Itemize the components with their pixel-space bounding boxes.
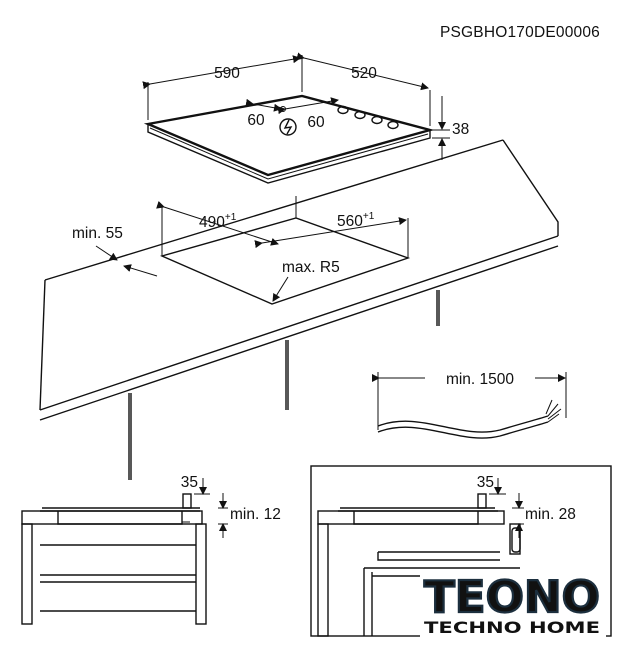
hob-depth-label: 520: [351, 65, 377, 82]
svg-text:560+1: 560+1: [337, 211, 375, 230]
svg-text:490+1: 490+1: [199, 212, 237, 231]
section-left: 35 min. 12: [21, 474, 281, 625]
cutout-width-tolerance: +1: [225, 212, 237, 223]
cutout-drawing: 490+1 560+1 min. 55 max. R5: [72, 196, 411, 305]
section-right-clearance-label: min. 28: [525, 506, 576, 523]
section-left-top-label: 35: [181, 474, 198, 491]
worktop: [39, 139, 559, 480]
logo-tagline: TECHNO HOME: [424, 618, 600, 637]
edge-distance-label: min. 55: [72, 225, 123, 242]
cable-length-label: min. 1500: [446, 371, 514, 388]
knobs: [337, 105, 399, 130]
offset-right-label: 60: [307, 114, 325, 131]
hob-drawing: 590 520 60 60 38: [142, 52, 469, 184]
logo-brand: TEONO: [424, 572, 600, 623]
section-right: 35 min. 28: [310, 465, 612, 637]
cutout-width-label: 490: [199, 214, 225, 231]
offset-left-label: 60: [247, 112, 265, 129]
cutout-depth-label: 560: [337, 213, 363, 230]
hob-width-label: 590: [214, 65, 240, 82]
section-right-top-label: 35: [477, 474, 494, 491]
cable-entry-icon: [279, 118, 297, 136]
teono-logo: TEONO TECHNO HOME: [420, 571, 606, 637]
cutout-depth-tolerance: +1: [363, 211, 375, 222]
section-left-clearance-label: min. 12: [230, 506, 281, 523]
corner-radius-label: max. R5: [282, 259, 340, 276]
hob-height-label: 38: [452, 121, 469, 138]
document-code: PSGBHO170DE00006: [440, 24, 600, 41]
cable-drawing: min. 1500: [372, 371, 567, 439]
